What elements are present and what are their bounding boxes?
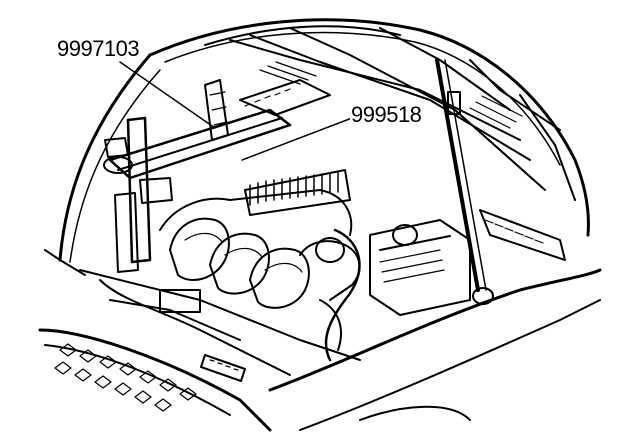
support-bar-tool (103, 79, 331, 273)
hood-support-strut (435, 58, 494, 305)
left-fender (44, 53, 161, 276)
battery-and-components (315, 209, 566, 362)
part-number-label: 9997103 (56, 36, 141, 61)
part-number-label: 999518 (350, 102, 423, 127)
intake-manifold (159, 169, 361, 309)
front-grille (38, 328, 272, 432)
right-fender (268, 268, 602, 431)
front-cross-member (79, 269, 361, 382)
callout-leader-lines (119, 61, 353, 161)
open-hood (148, 18, 590, 237)
